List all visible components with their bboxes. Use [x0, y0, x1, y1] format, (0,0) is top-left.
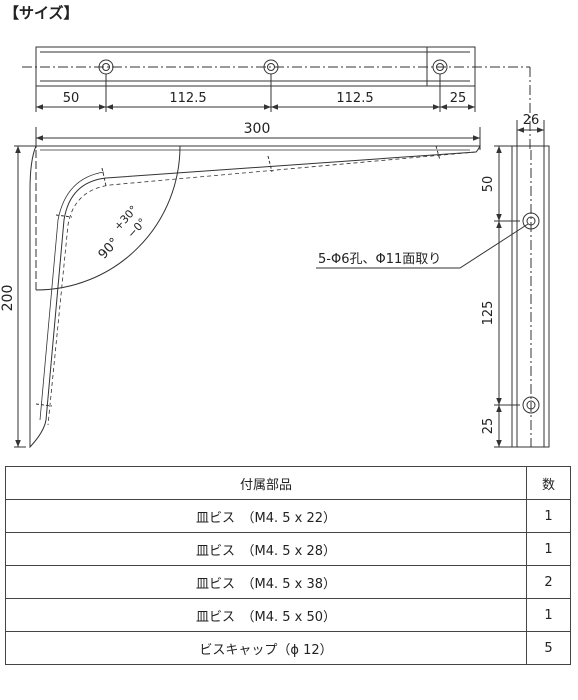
table-row: 皿ビス （M4. 5 x 38） 2 [5, 565, 571, 599]
bracket-outline [29, 145, 481, 449]
dim-top-segment-1: 50 [63, 91, 80, 106]
row-qty: 2 [526, 565, 571, 599]
table-header-row: 付属部品 数 [5, 466, 571, 500]
parts-table: 付属部品 数 皿ビス （M4. 5 x 22） 1 皿ビス （M4. 5 x 2… [5, 466, 571, 665]
dim-length: 300 [244, 121, 271, 137]
section-title: 【サイズ】 [4, 4, 79, 22]
row-item: 皿ビス （M4. 5 x 38） [5, 565, 527, 599]
dim-side-segment-3: 25 [481, 418, 496, 435]
end-view [316, 120, 550, 448]
hole-marker [435, 145, 441, 161]
table-row: ビスキャップ（ϕ 12） 5 [5, 631, 571, 665]
row-item: 皿ビス （M4. 5 x 28） [5, 532, 527, 566]
header-qty: 数 [526, 466, 571, 500]
angle-arc [35, 145, 181, 291]
leader-line [316, 223, 529, 269]
dim-width: 26 [523, 113, 540, 128]
angle-label: 90° +30° −0° [96, 203, 149, 262]
row-qty: 1 [526, 598, 571, 632]
dim-top-segment-3: 112.5 [336, 91, 373, 106]
row-qty: 5 [526, 631, 571, 665]
hole-marker [35, 403, 53, 407]
hole-marker [101, 167, 107, 187]
bracket-drawing: 50 112.5 112.5 25 300 200 90° +30° −0° [0, 46, 550, 449]
dim-side-segment-1: 50 [481, 176, 496, 193]
angle-main-label: 90° [96, 235, 123, 262]
row-item: 皿ビス （M4. 5 x 22） [5, 499, 527, 533]
table-row: 皿ビス （M4. 5 x 22） 1 [5, 499, 571, 533]
row-qty: 1 [526, 532, 571, 566]
dim-height: 200 [0, 285, 16, 312]
dim-top-segment-4: 25 [450, 91, 467, 106]
row-item: 皿ビス （M4. 5 x 50） [5, 598, 527, 632]
hidden-line [47, 151, 477, 426]
dim-side-segment-2: 125 [481, 301, 496, 326]
dim-top-segment-2: 112.5 [169, 91, 206, 106]
side-view [14, 127, 481, 449]
hole-marker [55, 214, 73, 218]
top-view [22, 46, 531, 150]
hole-note: 5-Φ6孔、Φ11面取り [318, 252, 441, 267]
header-item: 付属部品 [5, 466, 527, 500]
row-qty: 1 [526, 499, 571, 533]
table-row: 皿ビス （M4. 5 x 50） 1 [5, 598, 571, 632]
table-row: 皿ビス （M4. 5 x 28） 1 [5, 532, 571, 566]
hole-marker [267, 155, 273, 173]
bracket-inner-edge [39, 149, 470, 421]
row-item: ビスキャップ（ϕ 12） [5, 631, 527, 665]
